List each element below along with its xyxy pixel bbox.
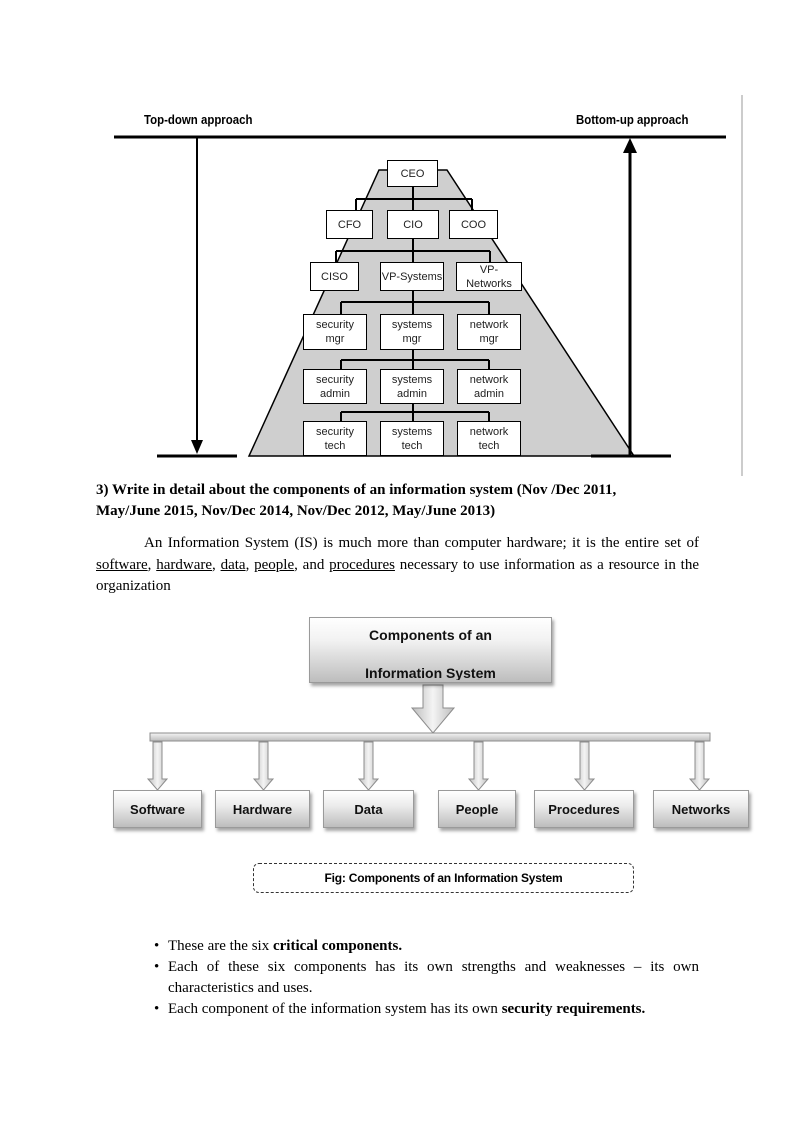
top-down-arrow-head: [191, 440, 203, 454]
figure-caption: Fig: Components of an Information System: [253, 863, 634, 893]
arrow-data: [357, 741, 380, 791]
main-down-arrow: [410, 684, 456, 734]
component-hardware: Hardware: [215, 790, 310, 828]
component-data: Data: [323, 790, 414, 828]
bottom-up-arrow-head: [623, 138, 637, 153]
arrow-hardware: [252, 741, 275, 791]
arrow-software: [146, 741, 169, 791]
term-procedures: procedures: [329, 556, 395, 573]
term-people: people: [254, 556, 295, 573]
bullet-list: •These are the six critical components. …: [154, 936, 699, 1020]
bullet-item-2: •Each of these six components has its ow…: [154, 959, 699, 996]
term-software: software: [96, 556, 148, 573]
bullet-item-3: •Each component of the information syste…: [154, 1001, 646, 1017]
pyramid-shape: [247, 169, 636, 457]
arrow-procedures: [573, 741, 596, 791]
component-software: Software: [113, 790, 202, 828]
components-title-box: Components of an Information System: [309, 617, 552, 683]
org-box-vp-systems: VP-Systems: [380, 262, 444, 291]
components-title-line-1: Components of an: [369, 627, 492, 643]
org-box-cio: CIO: [387, 210, 439, 239]
question-heading: 3) Write in detail about the components …: [96, 480, 706, 522]
approach-diagram: [114, 95, 743, 476]
term-data: data: [220, 556, 246, 573]
component-networks: Networks: [653, 790, 749, 828]
term-hardware: hardware: [156, 556, 213, 573]
bottom-up-label: Bottom-up approach: [576, 112, 689, 127]
approach-figure: Top-down approach Bottom-up approach CEO…: [0, 0, 794, 480]
org-box-cfo: CFO: [326, 210, 373, 239]
org-box-ciso: CISO: [310, 262, 359, 291]
org-box-ceo: CEO: [387, 160, 438, 187]
component-procedures: Procedures: [534, 790, 634, 828]
arrow-people: [467, 741, 490, 791]
components-title-line-2: Information System: [365, 665, 496, 680]
components-connectors: [146, 684, 711, 791]
component-people: People: [438, 790, 516, 828]
intro-paragraph: An Information System (IS) is much more …: [96, 535, 699, 594]
org-connectors: [335, 186, 491, 421]
question-line-2: May/June 2015, Nov/Dec 2014, Nov/Dec 201…: [96, 503, 496, 519]
distribution-bar: [149, 732, 711, 742]
org-box-vp-networks: VP-Networks: [456, 262, 522, 291]
bullet-item-1: •These are the six critical components.: [154, 938, 403, 954]
arrow-networks: [688, 741, 711, 791]
top-down-label: Top-down approach: [144, 112, 253, 127]
question-line-1: 3) Write in detail about the components …: [96, 482, 617, 498]
org-box-coo: COO: [449, 210, 498, 239]
